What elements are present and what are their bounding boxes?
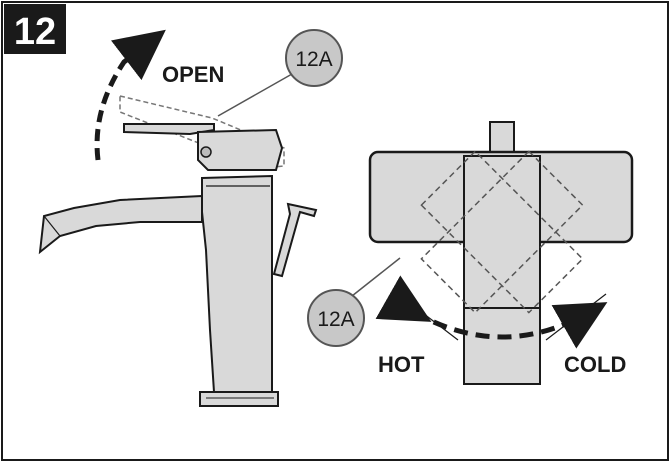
front-stem	[489, 121, 515, 157]
step-badge-background	[4, 4, 66, 54]
front-lower-body	[463, 307, 541, 385]
callout-label-top: 12A	[295, 48, 332, 71]
faucet-body	[201, 174, 273, 393]
cold-label: COLD	[564, 352, 626, 377]
lift-rod	[272, 202, 318, 278]
spout-edge	[43, 215, 61, 237]
callout-12a-top: 12A	[217, 29, 343, 117]
handle-body	[197, 128, 284, 171]
open-label: OPEN	[162, 62, 224, 87]
callout-leader-top	[217, 73, 293, 117]
callout-label-side: 12A	[317, 308, 354, 331]
faucet-base	[199, 391, 279, 407]
callout-12a-side: 12A	[307, 257, 401, 347]
callout-leader-side	[351, 257, 401, 297]
faucet-side-view	[38, 29, 318, 407]
faucet-front-view	[368, 121, 634, 385]
handle-pivot	[200, 146, 212, 158]
hot-cold-rotation-arrow	[375, 275, 608, 349]
callout-circle-top	[285, 29, 343, 87]
faucet-spout	[38, 194, 203, 255]
open-direction-arrow	[94, 29, 166, 161]
callout-circle-side	[307, 289, 365, 347]
hot-label: HOT	[378, 352, 425, 377]
step-badge: 12	[4, 4, 66, 54]
step-number: 12	[14, 11, 56, 53]
